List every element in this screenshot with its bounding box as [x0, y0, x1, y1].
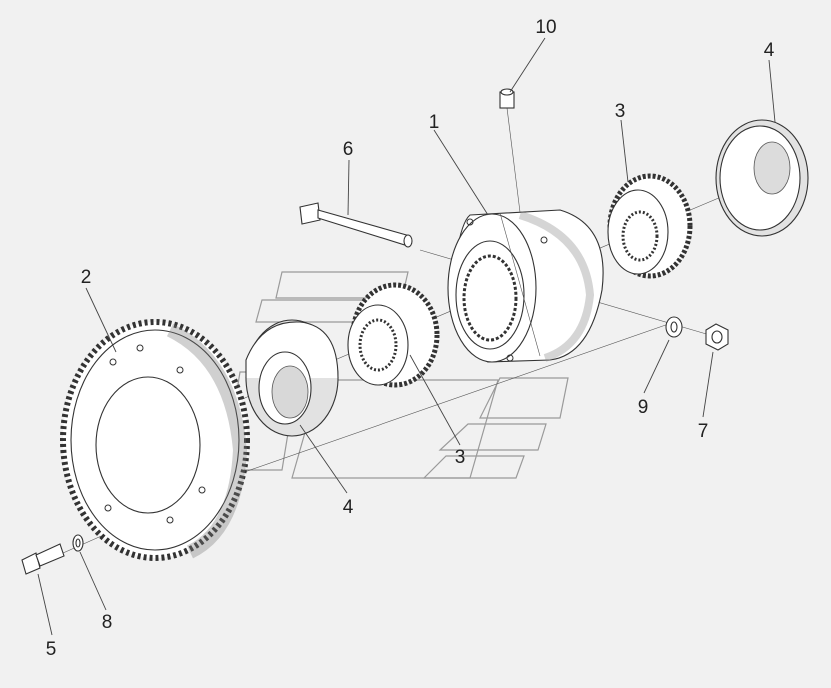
label-7: 7: [698, 421, 709, 442]
ring-gear-part-2: [60, 319, 250, 561]
grease-fitting-part-10: [499, 88, 515, 109]
label-3-center: 3: [455, 447, 466, 468]
long-bolt-part-6: [299, 202, 413, 248]
bearing-cup-part-4-right: [715, 119, 809, 237]
differential-case-part-1: [447, 209, 604, 363]
label-6: 6: [343, 139, 354, 160]
label-4-center: 4: [343, 497, 354, 518]
label-5: 5: [46, 639, 57, 660]
washer-part-8: [72, 534, 84, 552]
bearing-cup-part-4-center: [245, 319, 339, 437]
label-2: 2: [81, 267, 92, 288]
callout-labels: 1 2 3 3 4 4 5 6 7 8 9 10: [46, 17, 775, 660]
label-3-right: 3: [615, 101, 626, 122]
short-bolt-part-5: [21, 543, 65, 575]
label-10: 10: [535, 17, 556, 38]
label-4-right: 4: [764, 40, 775, 61]
label-8: 8: [102, 612, 113, 633]
hex-nut-part-7: [705, 323, 729, 351]
label-9: 9: [638, 397, 649, 418]
spline-gear-part-3-center: [347, 282, 440, 388]
label-1: 1: [429, 112, 440, 133]
washer-part-9: [665, 316, 683, 338]
spline-gear-part-3-right: [607, 173, 693, 279]
leader-lines: [37, 37, 776, 636]
